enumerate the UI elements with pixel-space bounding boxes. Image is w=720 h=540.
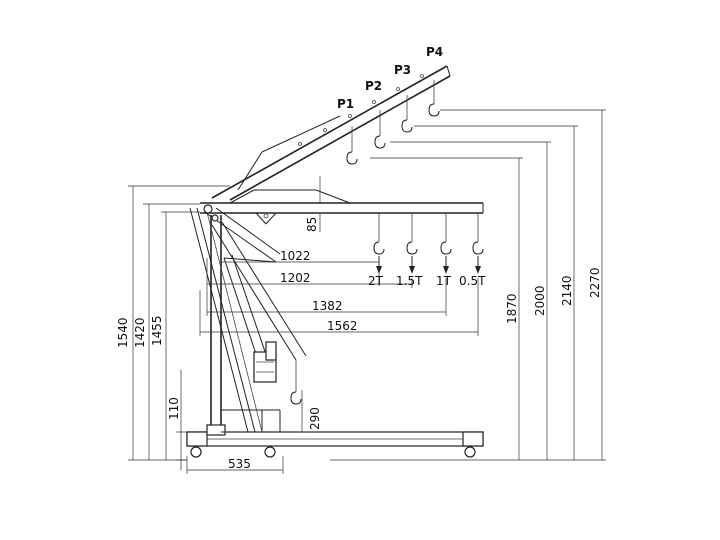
dim-1022: 1022 xyxy=(280,249,311,263)
dim-535: 535 xyxy=(228,457,251,471)
dim-2140: 2140 xyxy=(560,275,574,306)
dim-290: 290 xyxy=(308,407,322,430)
capacity-1-5t: 1.5T xyxy=(396,274,423,288)
rear-wheel xyxy=(464,446,476,458)
dim-1420: 1420 xyxy=(133,317,147,348)
hook-lowered xyxy=(290,360,302,405)
height-dimensions-left xyxy=(128,176,324,470)
hook-p1 xyxy=(346,126,358,165)
label-p3: P3 xyxy=(394,63,411,77)
hook-h1 xyxy=(373,213,385,255)
mid-wheel xyxy=(264,446,276,458)
hook-h2 xyxy=(406,213,418,255)
boom-raised xyxy=(211,65,451,201)
capacity-1t: 1T xyxy=(436,274,452,288)
hydraulic-ram xyxy=(205,207,307,383)
dim-1540: 1540 xyxy=(116,317,130,348)
load-arrows xyxy=(376,256,481,274)
hook-p4 xyxy=(428,80,440,117)
label-p2: P2 xyxy=(365,79,382,93)
dim-1382: 1382 xyxy=(312,299,343,313)
hook-h3 xyxy=(440,213,452,255)
dim-1870: 1870 xyxy=(505,293,519,324)
crane-base xyxy=(186,431,484,458)
dim-2000: 2000 xyxy=(533,285,547,316)
label-p1: P1 xyxy=(337,97,354,111)
capacity-2t: 2T xyxy=(368,274,384,288)
hook-p2 xyxy=(374,110,386,149)
dim-85: 85 xyxy=(305,217,319,232)
front-wheel xyxy=(190,446,202,458)
hook-h4 xyxy=(472,213,484,255)
label-p4: P4 xyxy=(426,45,443,59)
dim-110: 110 xyxy=(167,397,181,420)
height-dimensions-right xyxy=(330,109,606,461)
reach-dimensions xyxy=(186,258,479,474)
hook-p3 xyxy=(401,95,413,133)
crane-mast xyxy=(189,207,281,436)
capacity-0-5t: 0.5T xyxy=(459,274,486,288)
boom-horizontal xyxy=(200,189,484,225)
dim-1562: 1562 xyxy=(327,319,358,333)
dim-1455: 1455 xyxy=(150,315,164,346)
dim-1202: 1202 xyxy=(280,271,311,285)
dim-2270: 2270 xyxy=(588,267,602,298)
